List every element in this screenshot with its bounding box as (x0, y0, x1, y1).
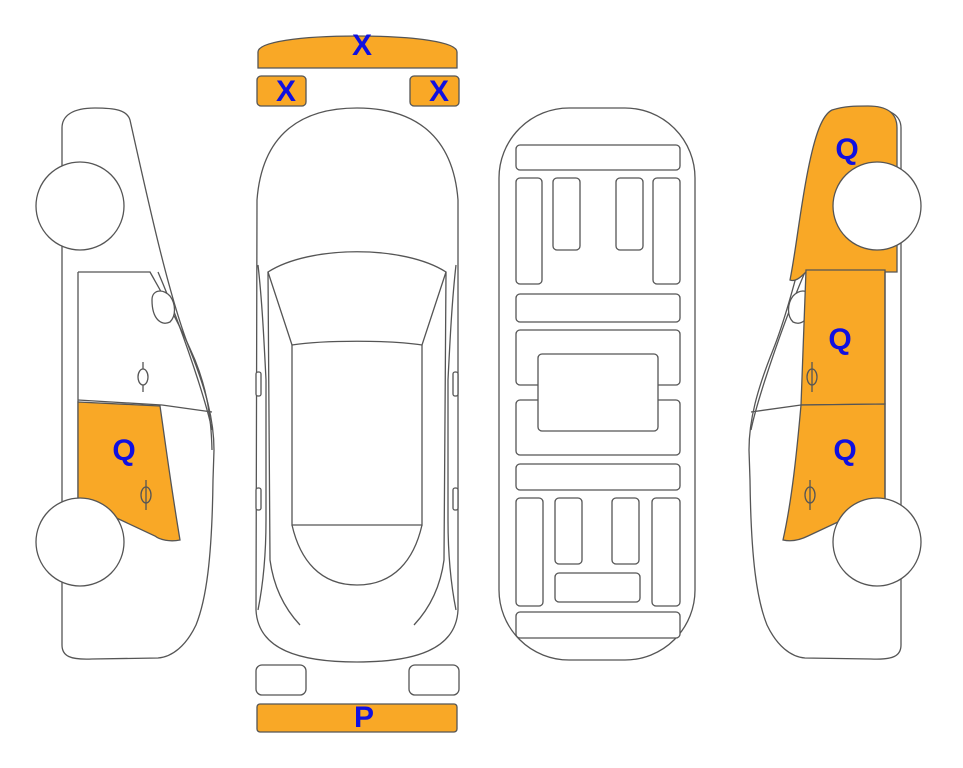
underside-rear-left-block (554, 497, 583, 565)
left-side-door-seam (77, 399, 163, 406)
rear-left-light-panel (255, 664, 307, 696)
left-rear-door-handle (140, 480, 152, 510)
front-left-light-panel (256, 75, 307, 107)
right-front-door-label: Q (828, 323, 851, 356)
top-view-right-mirror (452, 371, 459, 397)
left-side-roof-line (78, 271, 213, 451)
top-view-body-outline (255, 107, 459, 663)
underside-front-left-block (552, 177, 581, 251)
left-side-front-wheel (35, 161, 125, 251)
top-view-left-mirror (255, 371, 262, 397)
car-left-side-view: Q (35, 107, 215, 660)
front-left-light-label: X (276, 75, 296, 108)
top-view-right-fender-line (447, 264, 457, 611)
underside-rear-crossbar (554, 572, 641, 603)
left-side-rear-wheel (35, 497, 125, 587)
left-rear-door-label: Q (112, 434, 135, 467)
left-front-door-handle (137, 362, 149, 392)
top-view-right-handle (452, 487, 459, 511)
rear-bumper-panel (256, 703, 458, 733)
underside-rear-right-block (611, 497, 640, 565)
left-side-pillar-line (161, 404, 213, 413)
right-front-door-handle (806, 362, 818, 392)
underside-front-left-rail (515, 177, 543, 285)
front-right-light-panel (409, 75, 460, 107)
underside-rear-crossmember (515, 611, 681, 639)
underside-front-crossmember (515, 144, 681, 171)
right-side-front-wheel (832, 161, 922, 251)
top-view-left-fender-line (257, 264, 267, 611)
left-side-mirror (151, 290, 176, 324)
right-rear-door-label: Q (833, 434, 856, 467)
underside-center-plate (537, 353, 659, 432)
underside-front-bar (515, 293, 681, 323)
right-side-pillar-line (750, 404, 802, 413)
front-bumper-label: X (352, 29, 372, 62)
top-view-roof (291, 345, 423, 526)
rear-bumper-label: P (354, 701, 374, 734)
right-front-fender-label: Q (835, 133, 858, 166)
underside-front-right-rail (652, 177, 681, 285)
top-view-right-pillar (413, 271, 447, 626)
underside-rear-left-rail (515, 497, 544, 607)
top-view-left-handle (255, 487, 262, 511)
rear-right-light-panel (408, 664, 460, 696)
right-rear-door-handle (804, 480, 816, 510)
car-right-side-view: Q Q Q (748, 105, 922, 660)
car-underside-view (498, 107, 696, 661)
top-view-left-pillar (267, 271, 301, 626)
car-top-view: X X X P (255, 29, 460, 734)
front-bumper-panel (257, 35, 458, 69)
underside-front-right-block (615, 177, 644, 251)
top-view-rear-window (291, 524, 423, 586)
front-right-light-label: X (429, 75, 449, 108)
right-side-rear-wheel (832, 497, 922, 587)
underside-rear-right-rail (651, 497, 681, 607)
underside-rear-bar (515, 463, 681, 491)
